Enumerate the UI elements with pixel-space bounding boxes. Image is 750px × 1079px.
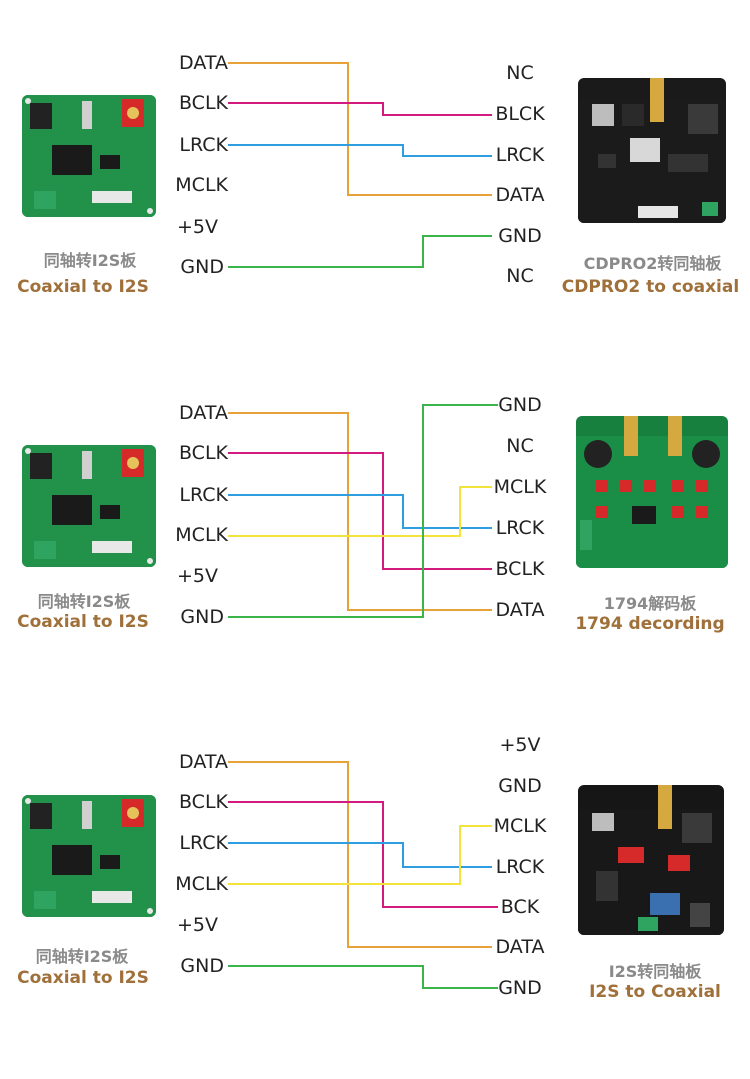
coax-to-i2s-board-icon [22, 795, 156, 917]
left-pin-data: DATA [179, 52, 228, 74]
left-pin-lrck: LRCK [179, 134, 228, 156]
left-pin-bclk: BCLK [178, 92, 228, 114]
wire-gnd [228, 235, 492, 268]
section-i2s-to-coax: DATA BCLK LRCK MCLK +5V GND +5V GND MCLK… [0, 700, 750, 1040]
right-pin-data: DATA [495, 599, 545, 621]
wire-mclk [228, 486, 492, 537]
left-pin-mclk: MCLK [175, 174, 228, 196]
left-board-caption-en: Coaxial to I2S [17, 277, 149, 297]
left-pin-mclk: MCLK [175, 873, 228, 895]
right-pin-lrck: LRCK [495, 144, 545, 166]
right-board-caption-en: 1794 decording [575, 614, 725, 634]
right-pin-gnd: GND [498, 225, 542, 247]
left-pin-5v: +5V [176, 565, 218, 587]
right-pin-mclk: MCLK [493, 815, 547, 837]
wire-data [228, 62, 492, 196]
wire-bclk [228, 102, 492, 116]
left-pin-gnd: GND [180, 955, 224, 977]
wire-mclk [228, 825, 492, 885]
right-pin-gnd: GND [498, 394, 542, 416]
wire-gnd [228, 404, 498, 618]
coax-to-i2s-board-icon [22, 95, 156, 217]
i2s-to-coax-board-icon [578, 785, 724, 935]
left-pin-bclk: BCLK [178, 442, 228, 464]
wiring-diagram [228, 62, 492, 268]
right-pin-data: DATA [495, 936, 545, 958]
right-pin-lrck: LRCK [495, 517, 545, 539]
left-pin-lrck: LRCK [179, 832, 228, 854]
left-pin-lrck: LRCK [179, 484, 228, 506]
right-pin-bclk: BCLK [495, 558, 545, 580]
left-pin-mclk: MCLK [175, 524, 228, 546]
wire-bclk [228, 452, 492, 570]
wire-lrck [228, 842, 492, 868]
right-board-caption-en: CDPRO2 to coaxial [561, 277, 740, 297]
coax-to-i2s-board-icon [22, 445, 156, 567]
right-pin-blck: BLCK [495, 103, 545, 125]
right-pin-nc: NC [506, 435, 534, 457]
left-pin-5v: +5V [176, 914, 218, 936]
section-cdpro2: DATA BCLK LRCK MCLK +5V GND NC BLCK LRCK… [0, 0, 750, 340]
right-board-caption-cn: I2S转同轴板 [608, 962, 702, 981]
left-board-caption-cn: 同轴转I2S板 [43, 251, 137, 270]
left-board-caption-cn: 同轴转I2S板 [35, 947, 129, 966]
right-pin-lrck: LRCK [495, 856, 545, 878]
section-1794: DATA BCLK LRCK MCLK +5V GND GND NC MCLK … [0, 350, 750, 690]
wire-bclk [228, 801, 498, 908]
right-pin-mclk: MCLK [493, 476, 547, 498]
wire-lrck [228, 494, 492, 529]
right-board-caption-en: I2S to Coaxial [589, 982, 721, 1002]
right-pin-nc-bottom: NC [506, 265, 534, 287]
left-pin-gnd: GND [180, 256, 224, 278]
wire-gnd [228, 965, 498, 989]
left-pin-bclk: BCLK [178, 791, 228, 813]
right-board-caption-cn: 1794解码板 [603, 594, 697, 613]
wire-data [228, 761, 492, 948]
1794-dac-board-icon [576, 416, 728, 568]
right-pin-5v: +5V [499, 734, 541, 756]
left-board-caption-cn: 同轴转I2S板 [37, 592, 131, 611]
wiring-diagram [228, 404, 498, 618]
left-board-caption-en: Coaxial to I2S [17, 968, 149, 988]
left-pin-data: DATA [179, 751, 228, 773]
right-pin-bck: BCK [500, 896, 540, 918]
wiring-diagram [228, 761, 498, 989]
left-board-caption-en: Coaxial to I2S [17, 612, 149, 632]
right-pin-gnd-bottom: GND [498, 977, 542, 999]
wire-lrck [228, 144, 492, 157]
cdpro2-board-icon [578, 78, 726, 223]
left-pin-5v: +5V [176, 216, 218, 238]
wire-data [228, 412, 492, 611]
left-pin-gnd: GND [180, 606, 224, 628]
right-pin-gnd-top: GND [498, 775, 542, 797]
left-pin-data: DATA [179, 402, 228, 424]
right-pin-nc-top: NC [506, 62, 534, 84]
right-board-caption-cn: CDPRO2转同轴板 [583, 254, 722, 273]
right-pin-data: DATA [495, 184, 545, 206]
